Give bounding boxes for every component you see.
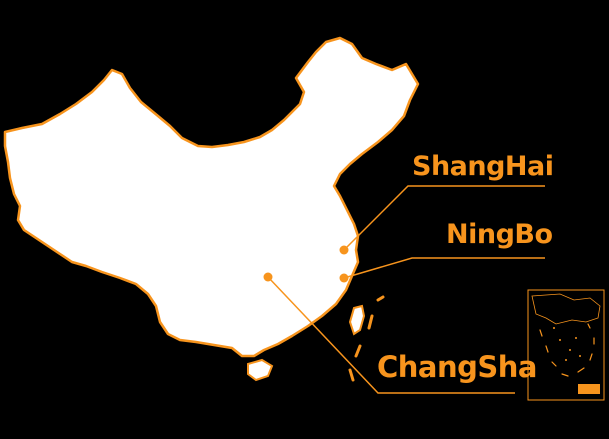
china-mainland bbox=[3, 36, 420, 358]
leader-line-shanghai bbox=[343, 185, 545, 251]
city-label-changsha: ChangSha bbox=[377, 350, 538, 384]
city-marker-ningbo bbox=[339, 273, 349, 283]
city-marker-shanghai bbox=[339, 245, 349, 255]
maritime-boundary-dashes bbox=[348, 295, 385, 382]
taiwan-island bbox=[348, 304, 366, 336]
city-label-ningbo: NingBo bbox=[446, 219, 553, 250]
leader-line-ningbo bbox=[343, 257, 545, 279]
leader-lines bbox=[267, 185, 545, 394]
city-label-shanghai: ShangHai bbox=[412, 151, 554, 182]
leader-line-changsha bbox=[267, 276, 515, 394]
south-china-sea-inset bbox=[527, 289, 605, 401]
city-marker-changsha bbox=[263, 272, 273, 282]
hainan-island bbox=[247, 358, 274, 382]
inset-caption-box bbox=[578, 384, 600, 394]
